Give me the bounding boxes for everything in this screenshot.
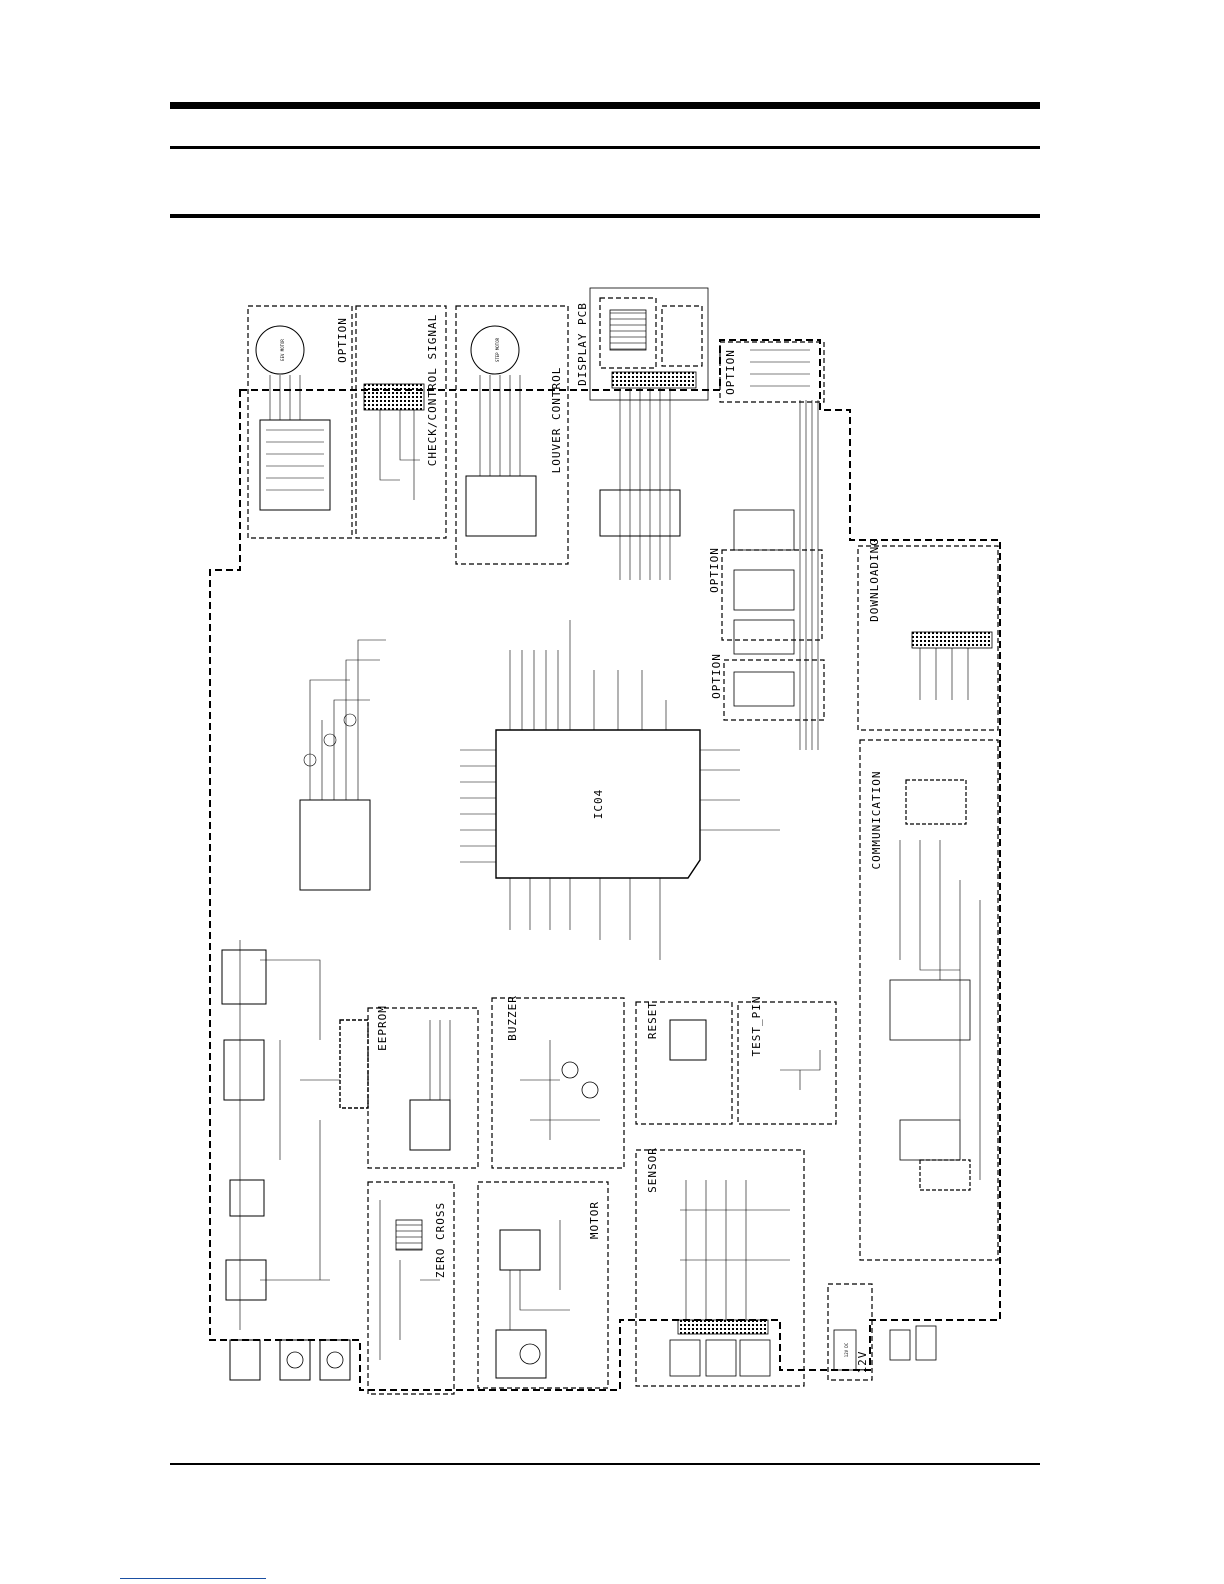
reset-block: RESET [636, 1001, 732, 1124]
sensor-block: SENSOR [636, 1147, 804, 1386]
eeprom-block: EEPROM [368, 1005, 478, 1168]
option-top-label: OPTION [336, 317, 349, 363]
zero-cross-label: ZERO CROSS [434, 1202, 447, 1278]
left-driver-ic [300, 640, 386, 890]
louver-control-block: STEP MOTOR LOUVER CONTROL [456, 306, 568, 564]
option-right-top-label: OPTION [724, 349, 737, 395]
buzzer-label: BUZZER [506, 995, 519, 1041]
option-right-top-block: OPTION [720, 342, 824, 402]
option-right-low-block: OPTION [710, 620, 824, 720]
reset-label: RESET [646, 1001, 659, 1039]
eeprom-label: EEPROM [376, 1005, 389, 1051]
test-pin-block: TEST_PIN [738, 996, 836, 1124]
footer-rule [170, 1463, 1040, 1465]
test-pin-label: TEST_PIN [750, 996, 763, 1057]
zero-cross-block: ZERO CROSS [368, 1182, 454, 1394]
communication-block: COMMUNICATION [860, 740, 998, 1260]
sensor-label: SENSOR [646, 1147, 659, 1193]
communication-label: COMMUNICATION [870, 770, 883, 869]
power-12v-block: 12V 12V DC [828, 1284, 936, 1380]
schematic-diagram: EEV MOTOR OPTION CHECK/CONTROL SIGNAL ST… [200, 280, 1010, 1410]
downloading-block: DOWNLOADING [858, 538, 998, 730]
option-top-block: EEV MOTOR OPTION [248, 306, 352, 538]
motor-block: MOTOR [478, 1182, 608, 1388]
eev-motor-label: EEV MOTOR [280, 339, 285, 361]
display-pcb-block: DISPLAY PCB [576, 288, 708, 580]
footer-link-underline [120, 1578, 266, 1579]
check-control-block: CHECK/CONTROL SIGNAL [356, 306, 446, 538]
option-right-low-label: OPTION [710, 653, 723, 699]
header-rule-bottom [170, 214, 1040, 218]
louver-control-label: LOUVER CONTROL [550, 367, 563, 474]
mcu-ic04: IC04 [460, 620, 780, 960]
header-rule-thick [170, 102, 1040, 109]
power-12v-label: 12V [856, 1351, 869, 1374]
power-supply-area [222, 940, 368, 1380]
check-control-label: CHECK/CONTROL SIGNAL [426, 314, 439, 466]
mcu-label: IC04 [592, 789, 605, 820]
downloading-label: DOWNLOADING [868, 538, 881, 622]
buzzer-block: BUZZER [492, 995, 624, 1168]
power-12v-dc-label: 12V DC [844, 1342, 849, 1357]
option-right-mid-block: OPTION [708, 510, 822, 640]
option-right-mid-label: OPTION [708, 547, 721, 593]
motor-label: MOTOR [588, 1201, 601, 1239]
header-rule-middle [170, 146, 1040, 149]
display-pcb-label: DISPLAY PCB [576, 302, 589, 386]
step-motor-label: STEP MOTOR [495, 337, 500, 362]
